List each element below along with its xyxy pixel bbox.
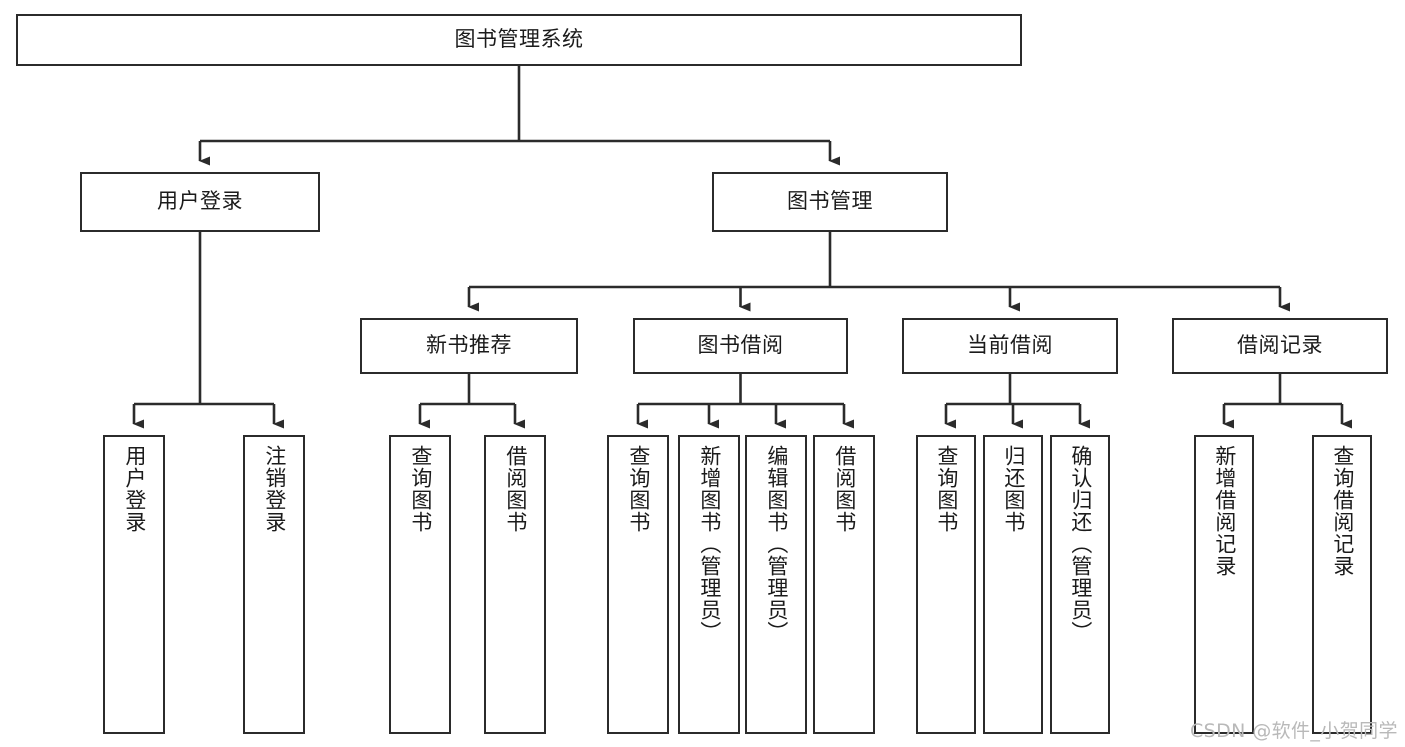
node-new-book-rec[interactable]: 新书推荐 (360, 318, 578, 374)
node-leaf-edit-book[interactable]: 编辑图书（管理员） (745, 435, 807, 734)
node-leaf-borrow-book-2[interactable]: 借阅图书 (813, 435, 875, 734)
node-leaf-logout[interactable]: 注销登录 (243, 435, 305, 734)
node-leaf-confirm-return-label: 确认归还（管理员） (1068, 445, 1093, 643)
node-root-label: 图书管理系统 (454, 27, 584, 52)
node-leaf-query-book-1-label: 查询图书 (408, 445, 433, 533)
node-leaf-add-book-label: 新增图书（管理员） (697, 445, 722, 643)
node-leaf-borrow-book-2-label: 借阅图书 (832, 445, 857, 533)
watermark: CSDN @软件_小贺同学 (1190, 720, 1398, 742)
node-leaf-query-book-3-label: 查询图书 (934, 445, 959, 533)
node-leaf-user-login-label: 用户登录 (122, 445, 147, 533)
node-leaf-query-book-2-label: 查询图书 (626, 445, 651, 533)
node-leaf-return-book-label: 归还图书 (1001, 445, 1026, 533)
node-new-book-rec-label: 新书推荐 (426, 333, 512, 358)
node-leaf-return-book[interactable]: 归还图书 (983, 435, 1043, 734)
node-leaf-query-book-1[interactable]: 查询图书 (389, 435, 451, 734)
node-user-login[interactable]: 用户登录 (80, 172, 320, 232)
node-book-manage-label: 图书管理 (787, 189, 873, 214)
node-current-borrow[interactable]: 当前借阅 (902, 318, 1118, 374)
node-leaf-user-login[interactable]: 用户登录 (103, 435, 165, 734)
node-leaf-edit-book-label: 编辑图书（管理员） (764, 445, 789, 643)
node-leaf-query-record[interactable]: 查询借阅记录 (1312, 435, 1372, 734)
node-book-borrow-label: 图书借阅 (697, 333, 784, 358)
node-leaf-add-book[interactable]: 新增图书（管理员） (678, 435, 740, 734)
node-leaf-confirm-return[interactable]: 确认归还（管理员） (1050, 435, 1110, 734)
node-leaf-borrow-book-1[interactable]: 借阅图书 (484, 435, 546, 734)
node-borrow-record[interactable]: 借阅记录 (1172, 318, 1388, 374)
node-current-borrow-label: 当前借阅 (967, 333, 1053, 358)
node-leaf-add-record-label: 新增借阅记录 (1212, 445, 1237, 577)
node-user-login-label: 用户登录 (157, 189, 243, 214)
node-leaf-logout-label: 注销登录 (262, 445, 287, 533)
node-borrow-record-label: 借阅记录 (1237, 333, 1323, 358)
node-book-manage[interactable]: 图书管理 (712, 172, 948, 232)
node-root[interactable]: 图书管理系统 (16, 14, 1022, 66)
node-leaf-query-record-label: 查询借阅记录 (1330, 445, 1355, 577)
node-leaf-borrow-book-1-label: 借阅图书 (503, 445, 528, 533)
node-book-borrow[interactable]: 图书借阅 (633, 318, 848, 374)
node-leaf-query-book-3[interactable]: 查询图书 (916, 435, 976, 734)
node-leaf-query-book-2[interactable]: 查询图书 (607, 435, 669, 734)
node-leaf-add-record[interactable]: 新增借阅记录 (1194, 435, 1254, 734)
